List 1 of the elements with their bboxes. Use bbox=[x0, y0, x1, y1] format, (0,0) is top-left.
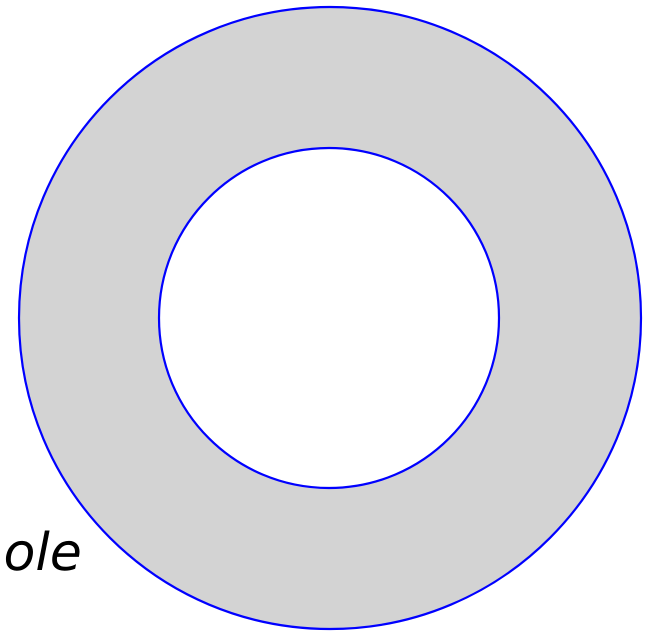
label: ole bbox=[6, 530, 80, 571]
